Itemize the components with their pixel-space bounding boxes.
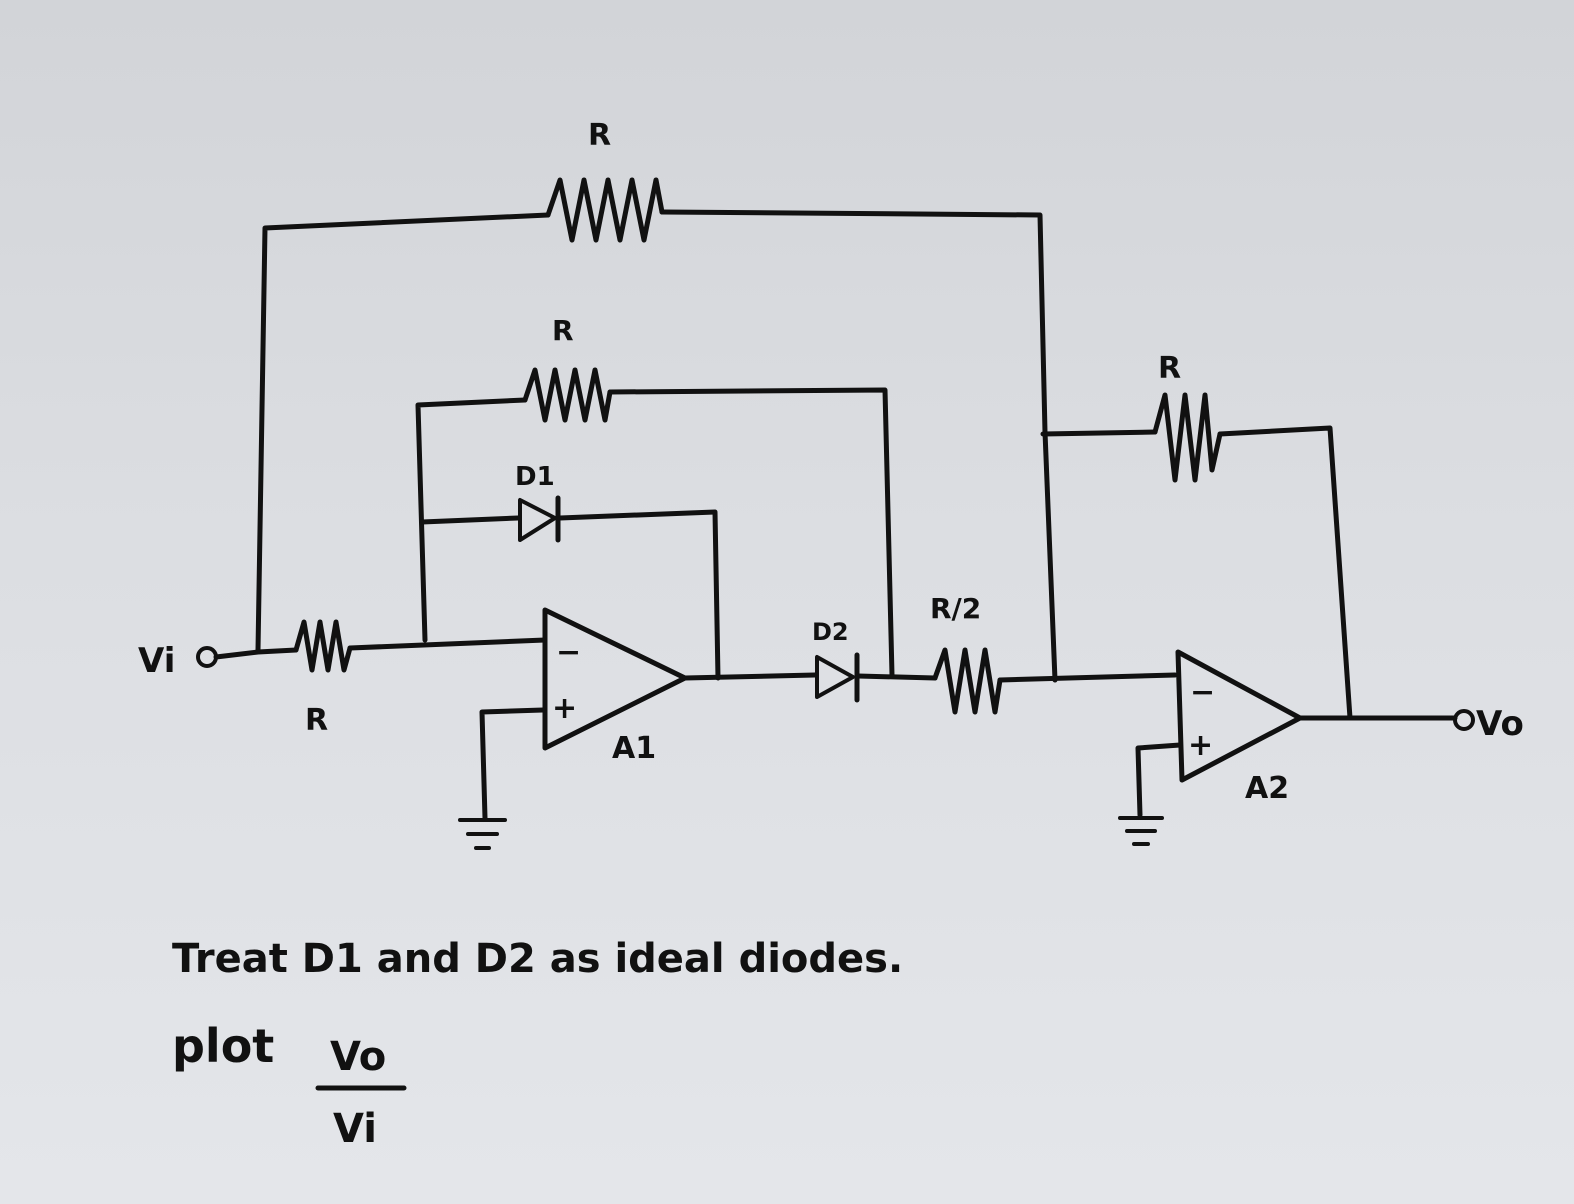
opamp-a2-label: A2: [1245, 771, 1289, 806]
mid-feedback-wire: [415, 387, 895, 678]
input-terminal-circle: [196, 646, 218, 668]
resistor-a2-label: R: [1158, 351, 1181, 386]
resistor-top: [545, 177, 665, 243]
output-terminal-circle: [1453, 709, 1475, 731]
resistor-input-label: R: [305, 703, 328, 738]
d1-wire: [419, 509, 721, 681]
opamp-a1-minus: −: [556, 635, 581, 670]
diode-d1-label: D1: [515, 462, 555, 492]
a2-input-wire: [997, 672, 1178, 683]
input-wire: [213, 637, 548, 660]
diode-d1-symbol: [518, 495, 561, 543]
resistor-half-label: R/2: [930, 592, 981, 625]
opamp-a1-plus: +: [552, 691, 577, 726]
opamp-a1-label: A1: [612, 731, 656, 766]
opamp-a2: [1175, 649, 1303, 783]
note-plot-word: plot: [172, 1019, 274, 1073]
a2-ground-wire: [1118, 742, 1183, 846]
resistor-input: [293, 619, 353, 673]
resistor-top-label: R: [588, 118, 611, 153]
a1-ground-wire: [458, 707, 546, 850]
note-line-1: Treat D1 and D2 as ideal diodes.: [172, 936, 903, 982]
resistor-mid: [522, 367, 613, 423]
a2-feedback-wire: [1040, 425, 1353, 721]
top-feedback-wire: [255, 209, 1058, 683]
opamp-a2-minus: −: [1190, 675, 1215, 710]
opamp-a1: [542, 607, 688, 751]
opamp-a2-plus: +: [1188, 728, 1213, 763]
resistor-a2-feedback: [1152, 392, 1223, 483]
diode-d2-label: D2: [812, 618, 849, 646]
fraction-denominator: Vi: [333, 1106, 377, 1152]
diode-d2-symbol: [815, 652, 860, 703]
a1-output-wire: [682, 672, 938, 681]
resistor-half: [932, 647, 1003, 715]
resistor-mid-label: R: [552, 314, 574, 347]
output-label: Vo: [1476, 704, 1524, 744]
fraction-numerator: Vo: [330, 1034, 386, 1080]
input-label: Vi: [138, 641, 175, 681]
